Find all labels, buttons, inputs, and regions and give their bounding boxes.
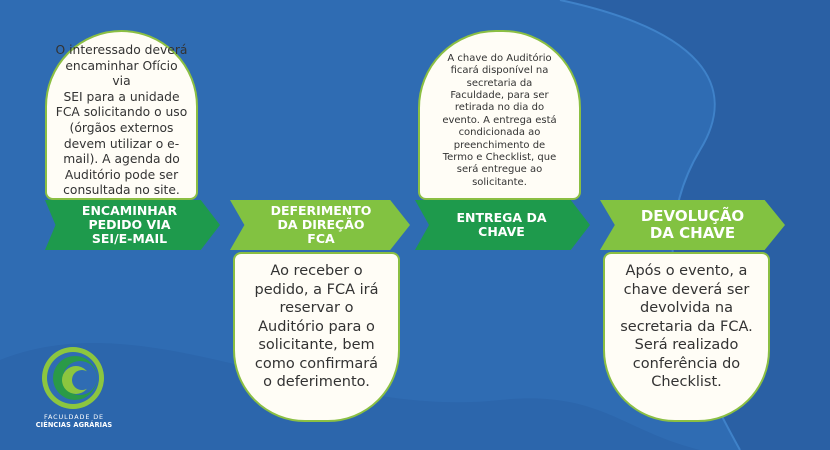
logo-text-line-2: CIÊNCIAS AGRÁRIAS — [35, 421, 113, 429]
step-4-description: Após o evento, a chave deverá ser devolv… — [620, 263, 753, 391]
step-3-description-card: A chave do Auditório ficará disponível n… — [418, 30, 581, 200]
step-4-description-card: Após o evento, a chave deverá ser devolv… — [603, 252, 770, 422]
step-2-description: Ao receber o pedido, a FCA irá reservar … — [254, 263, 379, 391]
fca-logo-icon — [42, 347, 104, 409]
step-1-description: O interessado deverá encaminhar Ofício v… — [55, 43, 188, 198]
step-1-arrow-label: ENCAMINHAR PEDIDO VIA SEI/E-MAIL — [45, 200, 220, 250]
step-1-description-card: O interessado deverá encaminhar Ofício v… — [45, 30, 198, 200]
step-3-arrow-label: ENTREGA DA CHAVE — [415, 200, 590, 250]
step-2-description-card: Ao receber o pedido, a FCA irá reservar … — [233, 252, 400, 422]
logo-text-line-1: FACULDADE DE — [44, 413, 104, 421]
step-4-arrow-label: DEVOLUÇÃO DA CHAVE — [600, 200, 785, 250]
step-3-description: A chave do Auditório ficará disponível n… — [442, 52, 557, 188]
fca-logo: FACULDADE DE CIÊNCIAS AGRÁRIAS — [28, 344, 118, 436]
step-2-arrow-label: DEFERIMENTO DA DIREÇÃO FCA — [230, 200, 410, 250]
